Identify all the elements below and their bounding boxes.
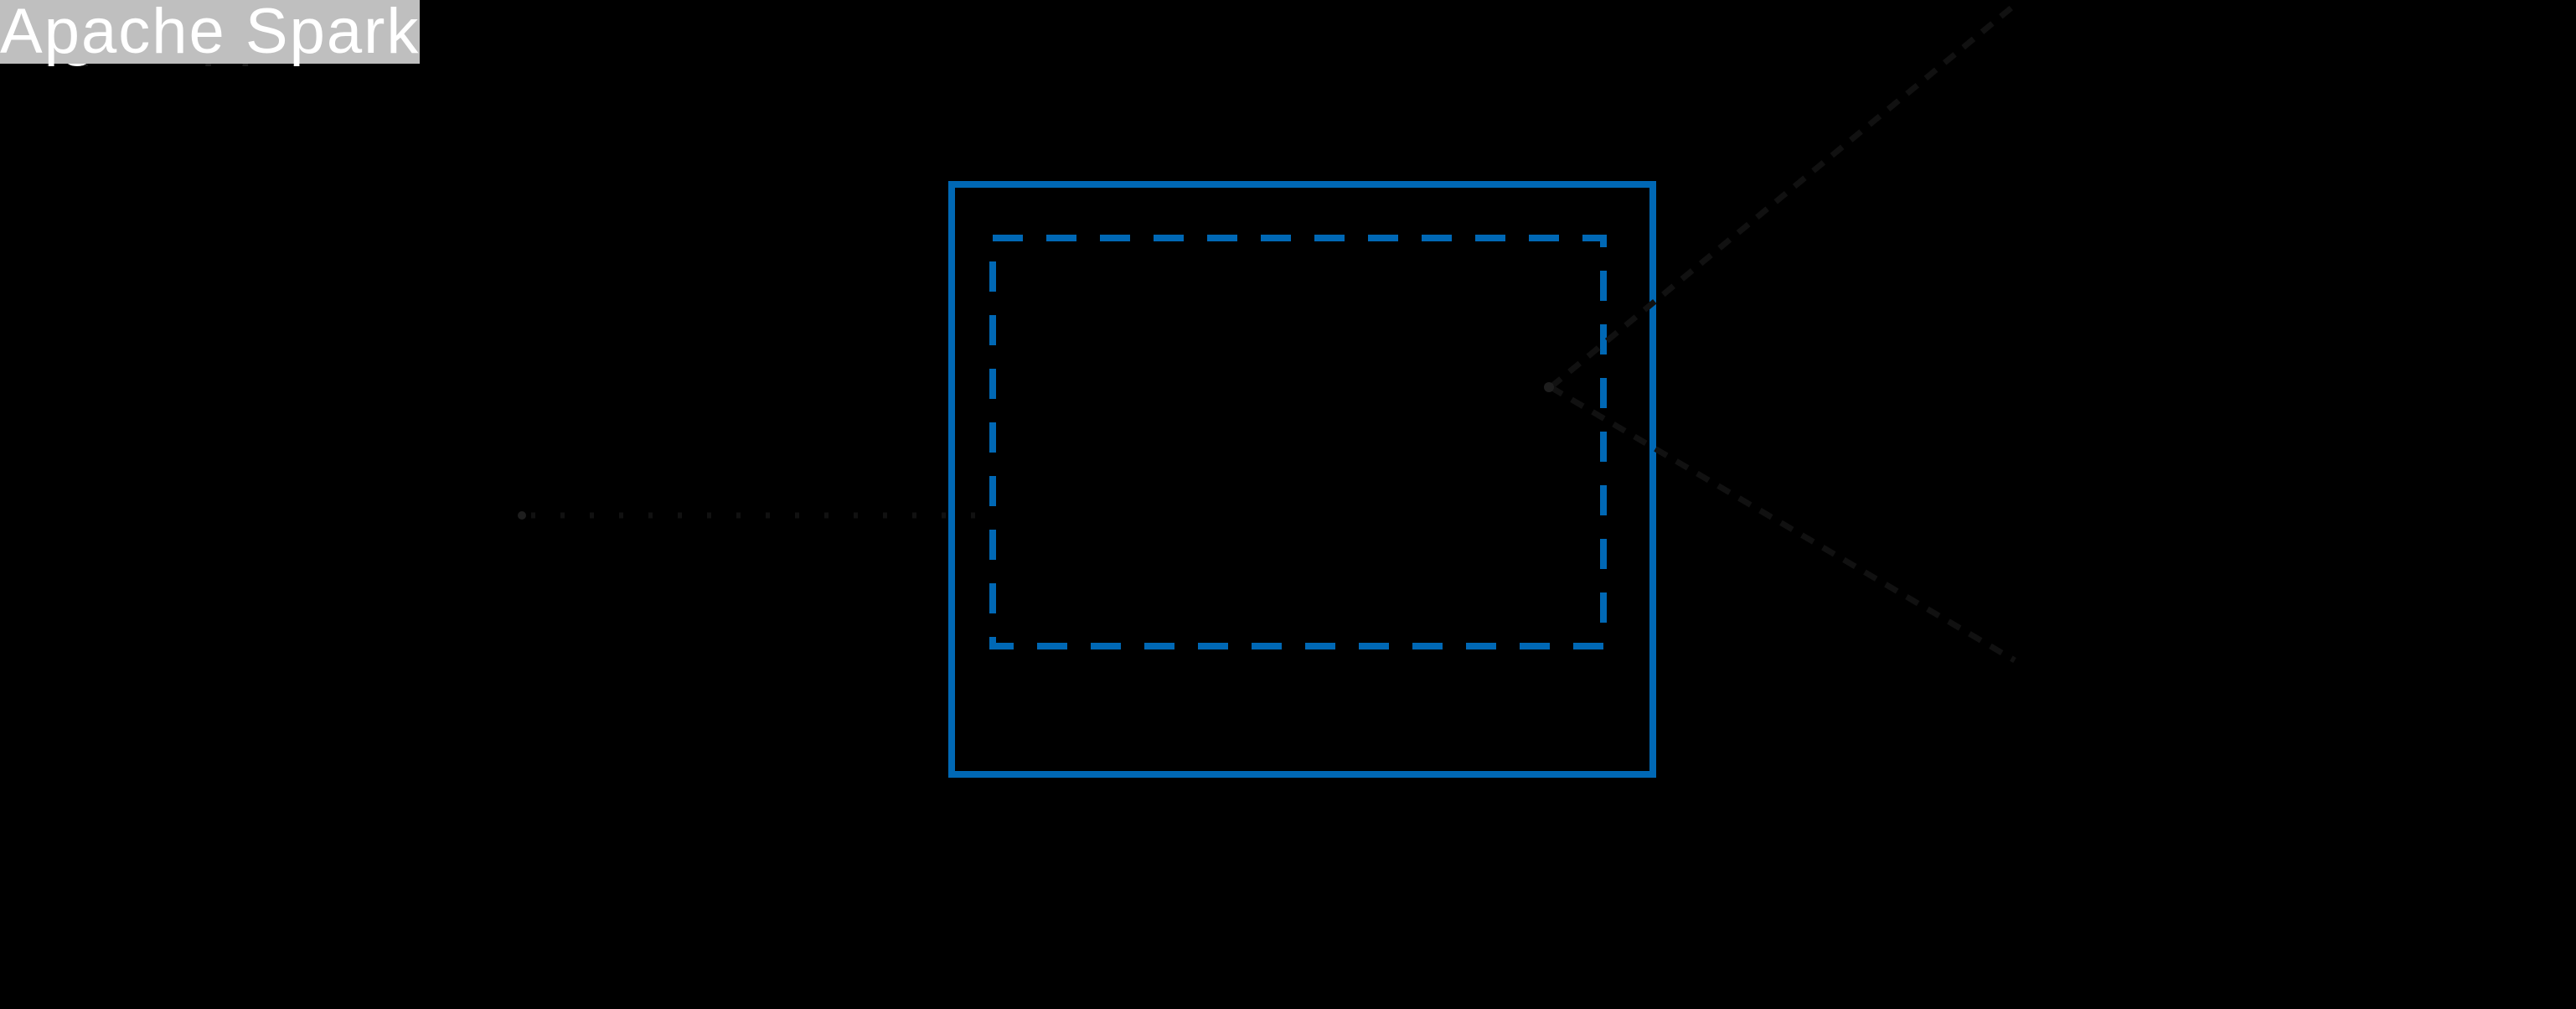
apache-spark-box: Apache Spark: [0, 0, 421, 67]
apache-spark-label: Apache Spark: [0, 0, 421, 67]
